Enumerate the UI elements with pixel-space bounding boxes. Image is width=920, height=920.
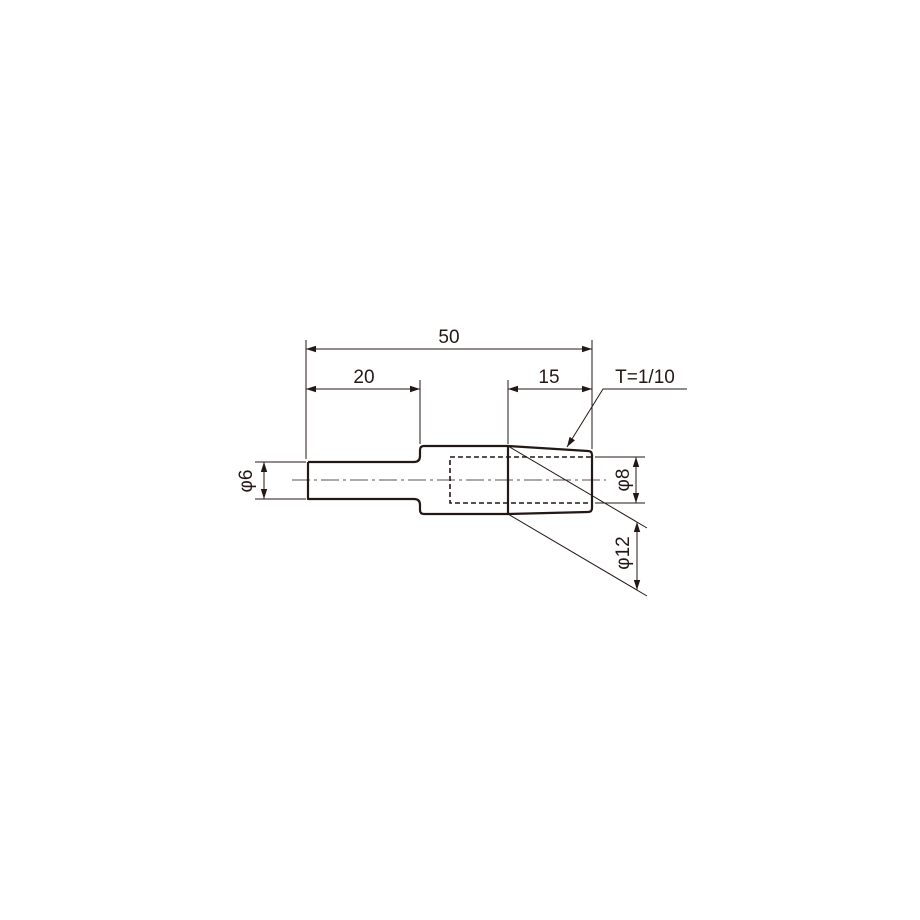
taper-leader bbox=[566, 388, 687, 448]
taper-label: T=1/10 bbox=[615, 367, 675, 388]
hidden-bore bbox=[449, 456, 593, 504]
extension-line bbox=[507, 445, 648, 529]
overall-length-label: 50 bbox=[438, 327, 459, 348]
taper-length-label: 15 bbox=[538, 367, 559, 388]
bore-diameter-label: φ8 bbox=[613, 469, 634, 492]
shank-length-label: 20 bbox=[353, 367, 374, 388]
taper-outline bbox=[506, 444, 594, 516]
shank-diameter-label: φ6 bbox=[236, 470, 257, 493]
extension-line bbox=[507, 513, 648, 597]
shank-outline bbox=[306, 444, 508, 516]
body-diameter-label: φ12 bbox=[613, 536, 634, 569]
